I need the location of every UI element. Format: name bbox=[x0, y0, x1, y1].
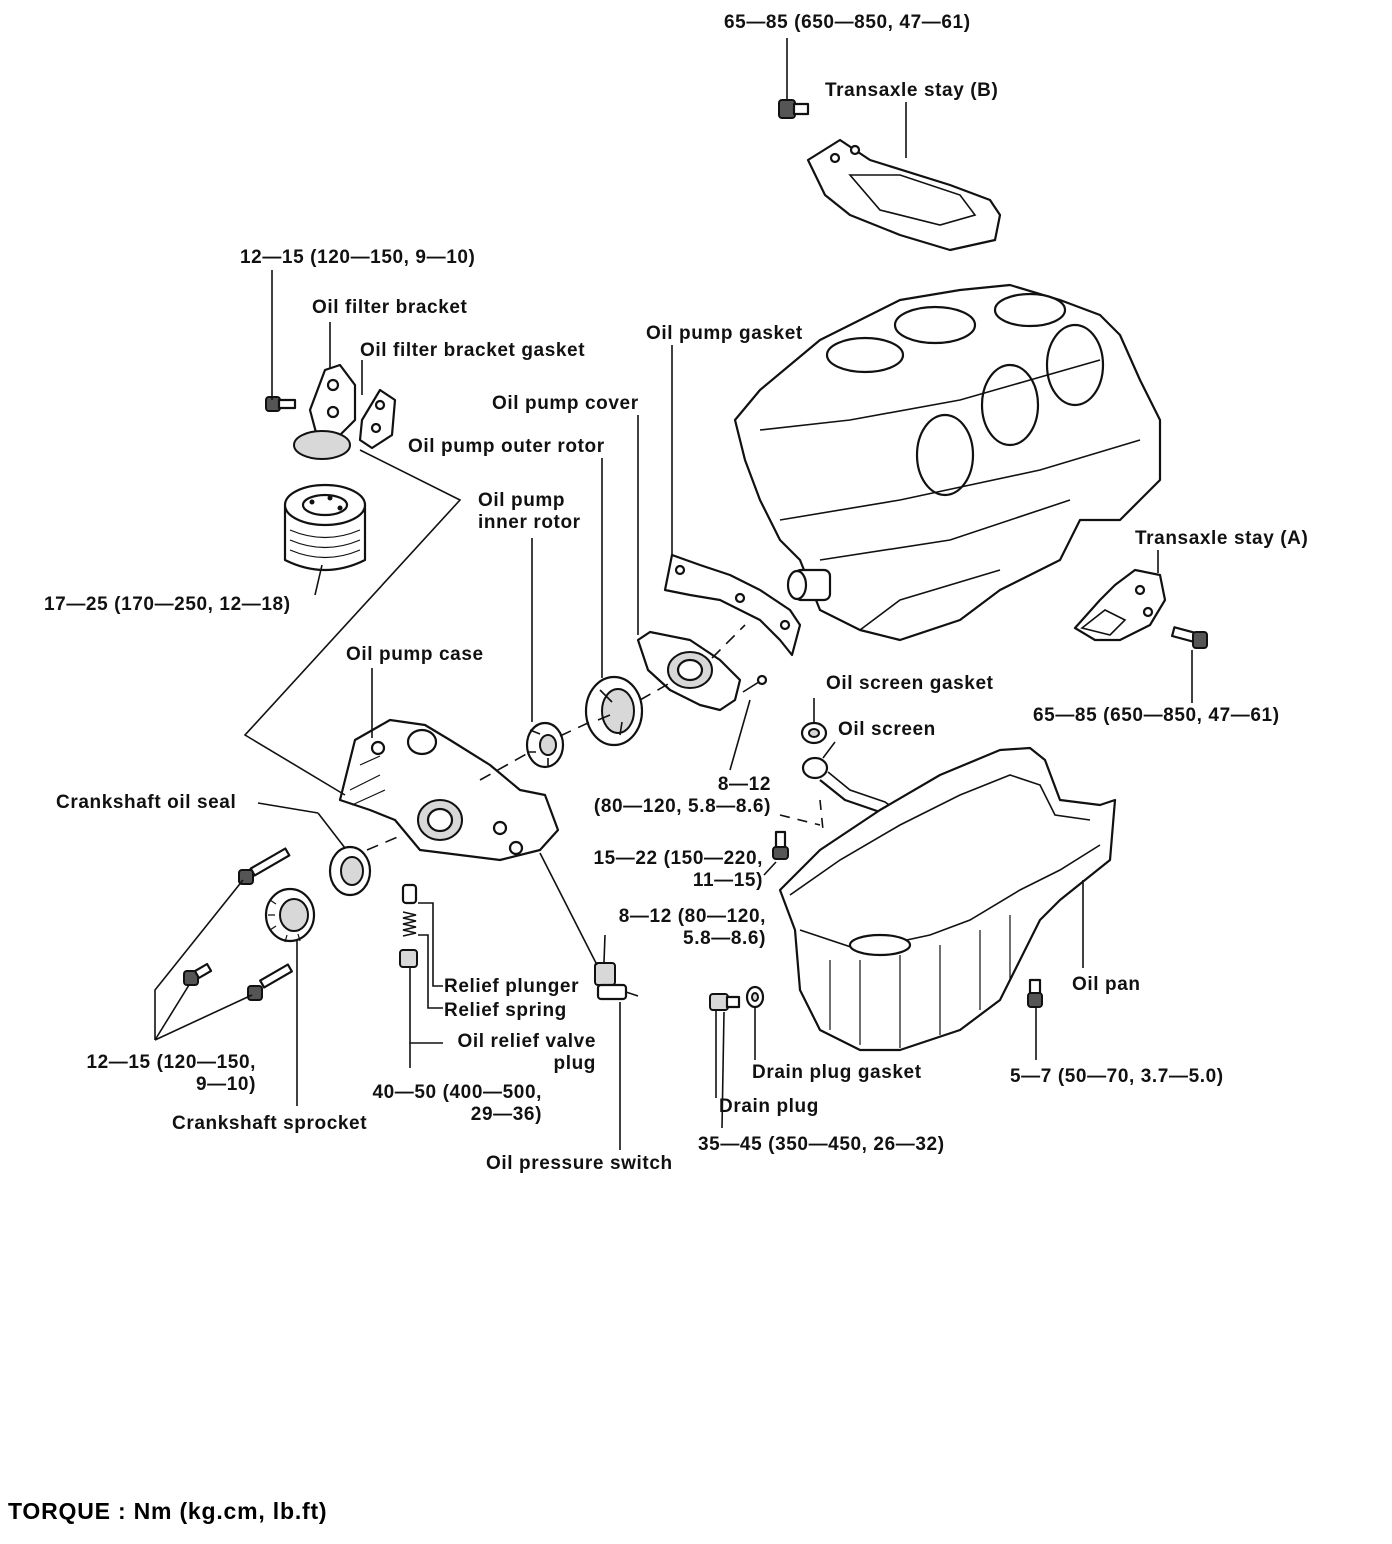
oil-filter-drawing bbox=[283, 483, 367, 572]
oil-pan-drawing bbox=[778, 746, 1117, 1052]
oil-pump-case-drawing bbox=[338, 718, 560, 862]
case-bolt-upper-drawing bbox=[238, 847, 291, 885]
torque-label-relief-plug: 40—50 (400—500, 29—36) bbox=[372, 1082, 542, 1125]
torque-label-pump-cover-bolt: 8—12 (80—120, 5.8—8.6) bbox=[593, 774, 771, 817]
torque-label-oil-screen: 15—22 (150—220, 11—15) bbox=[593, 848, 763, 891]
label-oil-relief-valve-plug: Oil relief valve plug bbox=[457, 1031, 596, 1074]
torque-label-sprocket-bolts: 12—15 (120—150, 9—10) bbox=[86, 1052, 256, 1095]
oil-pump-cover-drawing bbox=[636, 630, 742, 712]
torque-label-drain-plug: 35—45 (350—450, 26—32) bbox=[698, 1134, 945, 1155]
relief-plunger-drawing bbox=[401, 883, 418, 905]
oil-filter-bracket-drawing bbox=[293, 363, 357, 460]
label-oil-pump-gasket: Oil pump gasket bbox=[646, 323, 803, 344]
drain-plug-gasket-drawing bbox=[745, 985, 765, 1009]
relief-spring-drawing bbox=[402, 911, 417, 937]
transaxle-stay-a-drawing bbox=[1073, 568, 1167, 642]
stay-b-bolt-drawing bbox=[778, 99, 810, 119]
oil-pump-inner-rotor-drawing bbox=[525, 721, 565, 769]
label-oil-filter-bracket: Oil filter bracket bbox=[312, 297, 468, 318]
label-oil-pump-cover: Oil pump cover bbox=[492, 393, 639, 414]
oil-pressure-switch-drawing bbox=[594, 962, 639, 1001]
label-drain-plug: Drain plug bbox=[719, 1096, 819, 1117]
oil-screen-bolt-drawing bbox=[772, 830, 789, 860]
oil-filter-bracket-gasket-drawing bbox=[358, 388, 397, 450]
stay-a-bolt-drawing bbox=[1170, 626, 1208, 649]
label-oil-pump-case: Oil pump case bbox=[346, 644, 484, 665]
pump-cover-screw-drawing bbox=[742, 674, 768, 693]
oil-relief-valve-plug-drawing bbox=[399, 949, 418, 968]
label-crankshaft-oil-seal: Crankshaft oil seal bbox=[56, 792, 237, 813]
oil-pan-bolt-drawing bbox=[1027, 978, 1043, 1008]
label-oil-pressure-switch: Oil pressure switch bbox=[486, 1153, 673, 1174]
label-oil-screen-gasket: Oil screen gasket bbox=[826, 673, 994, 694]
label-transaxle-stay-a: Transaxle stay (A) bbox=[1135, 528, 1309, 549]
filter-bracket-bolt-drawing bbox=[265, 396, 297, 412]
label-oil-pump-inner-rotor: Oil pump inner rotor bbox=[478, 490, 581, 533]
case-bolt-lower-drawing bbox=[247, 963, 293, 1001]
oil-pump-outer-rotor-drawing bbox=[584, 675, 644, 747]
label-crankshaft-sprocket: Crankshaft sprocket bbox=[172, 1113, 368, 1134]
label-oil-filter-bracket-gasket: Oil filter bracket gasket bbox=[360, 340, 586, 361]
transaxle-stay-b-drawing bbox=[806, 138, 1002, 252]
torque-units-legend: TORQUE : Nm (kg.cm, lb.ft) bbox=[8, 1498, 328, 1524]
leader-lines bbox=[154, 38, 1193, 1150]
label-relief-spring: Relief spring bbox=[444, 1000, 567, 1021]
oil-screen-gasket-drawing bbox=[800, 721, 828, 745]
torque-label-stay-a: 65—85 (650—850, 47—61) bbox=[1033, 705, 1280, 726]
torque-label-stay-b: 65—85 (650—850, 47—61) bbox=[724, 12, 971, 33]
drain-plug-drawing bbox=[709, 993, 741, 1011]
engine-block-drawing bbox=[733, 283, 1162, 642]
torque-label-pressure-switch: 8—12 (80—120, 5.8—8.6) bbox=[618, 906, 766, 949]
torque-label-oil-pan: 5—7 (50—70, 3.7—5.0) bbox=[1010, 1066, 1224, 1087]
oil-pump-gasket-drawing bbox=[663, 553, 802, 657]
crankshaft-oil-seal-drawing bbox=[328, 845, 372, 897]
crankshaft-sprocket-drawing bbox=[264, 887, 316, 943]
label-oil-pump-outer-rotor: Oil pump outer rotor bbox=[408, 436, 605, 457]
torque-label-oil-filter: 17—25 (170—250, 12—18) bbox=[44, 594, 291, 615]
torque-label-filter-bracket: 12—15 (120—150, 9—10) bbox=[240, 247, 476, 268]
label-relief-plunger: Relief plunger bbox=[444, 976, 580, 997]
label-oil-screen: Oil screen bbox=[838, 719, 936, 740]
label-transaxle-stay-b: Transaxle stay (B) bbox=[825, 80, 999, 101]
label-drain-plug-gasket: Drain plug gasket bbox=[752, 1062, 922, 1083]
case-bolt-middle-drawing bbox=[183, 962, 213, 986]
label-oil-pan: Oil pan bbox=[1072, 974, 1141, 995]
